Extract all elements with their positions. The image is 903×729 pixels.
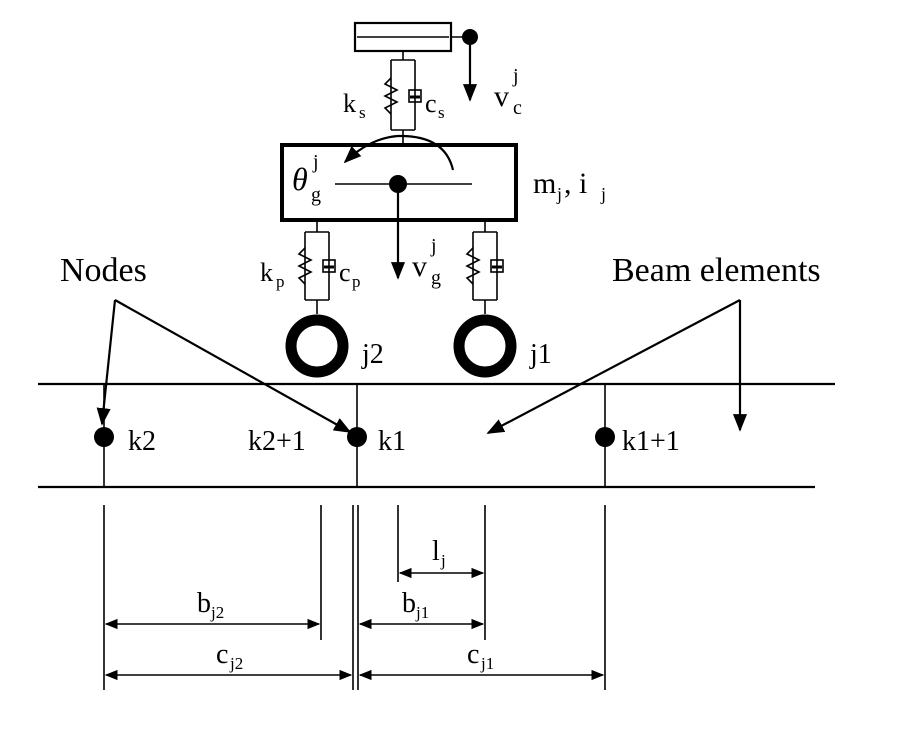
svg-text:θ: θ <box>292 161 308 197</box>
svg-text:m: m <box>533 167 556 200</box>
svg-text:c: c <box>339 258 351 287</box>
svg-text:p: p <box>276 272 285 291</box>
car-body <box>353 21 478 102</box>
cj2-label: c j2 <box>216 639 243 673</box>
svg-text:, i: , i <box>564 167 587 200</box>
wheel-j1-label: j1 <box>529 339 552 370</box>
svg-text:c: c <box>425 89 437 118</box>
wheel-j1-icon <box>453 314 517 378</box>
beam <box>38 382 835 489</box>
cp-label: c p <box>339 258 361 291</box>
wheel-j2-label: j2 <box>361 339 384 370</box>
svg-text:c: c <box>467 639 479 670</box>
svg-text:s: s <box>438 103 445 122</box>
primary-suspension-right <box>465 220 504 314</box>
lj-label: l j <box>432 536 446 570</box>
svg-text:s: s <box>359 103 366 122</box>
node-k1p1-label: k1+1 <box>622 426 680 457</box>
node-k2p1-label: k2+1 <box>248 426 306 457</box>
node-k1-label: k1 <box>378 426 406 457</box>
svg-text:b: b <box>197 588 211 619</box>
bj1-label: b j1 <box>402 588 429 622</box>
svg-text:l: l <box>432 536 440 567</box>
svg-text:b: b <box>402 588 416 619</box>
svg-text:j1: j1 <box>480 654 494 673</box>
cj1-label: c j1 <box>467 639 494 673</box>
bj2-label: b j2 <box>197 588 224 622</box>
secondary-suspension <box>383 51 422 145</box>
wheel-j2-icon <box>285 314 349 378</box>
svg-text:c: c <box>513 97 522 119</box>
vc-label: v j c <box>494 65 522 119</box>
mass-label: m j , i j <box>533 167 606 204</box>
ks-label: k s <box>343 89 366 122</box>
svg-text:j: j <box>312 151 319 173</box>
cp-damper-icon <box>322 259 336 273</box>
vg-label: v j g <box>412 235 441 289</box>
theta-rotation-arrow <box>343 134 455 171</box>
svg-text:v: v <box>494 80 509 113</box>
theta-label: θ j g <box>292 151 321 206</box>
nodes-leader-1 <box>96 299 117 426</box>
svg-text:j: j <box>512 65 519 87</box>
svg-text:v: v <box>412 250 427 283</box>
nodes-leader-2 <box>114 299 352 433</box>
kp-label: k p <box>260 258 285 291</box>
svg-text:k: k <box>260 258 273 287</box>
svg-text:j2: j2 <box>210 603 224 622</box>
beam-elements-label: Beam elements <box>612 252 821 289</box>
node-k2-icon <box>94 427 114 447</box>
svg-text:j: j <box>430 235 437 257</box>
svg-text:k: k <box>343 89 356 118</box>
nodes-label: Nodes <box>60 252 147 289</box>
svg-text:g: g <box>431 267 441 289</box>
ks-spring-icon <box>383 77 399 115</box>
node-k2-label: k2 <box>128 426 156 457</box>
cs-label: c s <box>425 89 445 122</box>
bogie-frame <box>280 134 518 280</box>
dimension-extension-lines <box>103 505 606 690</box>
svg-text:j2: j2 <box>229 654 243 673</box>
svg-text:g: g <box>311 184 321 206</box>
node-k1p1-icon <box>595 427 615 447</box>
svg-text:j: j <box>440 551 446 570</box>
svg-text:p: p <box>352 272 361 291</box>
svg-text:c: c <box>216 639 228 670</box>
beam-elements-leader-2 <box>486 299 741 434</box>
svg-text:j: j <box>556 184 562 204</box>
node-k1-icon <box>347 427 367 447</box>
primary-suspension-left <box>297 220 336 314</box>
svg-text:j1: j1 <box>415 603 429 622</box>
cs-damper-icon <box>408 89 422 103</box>
svg-text:j: j <box>600 184 606 204</box>
kp-spring-icon <box>297 247 313 285</box>
